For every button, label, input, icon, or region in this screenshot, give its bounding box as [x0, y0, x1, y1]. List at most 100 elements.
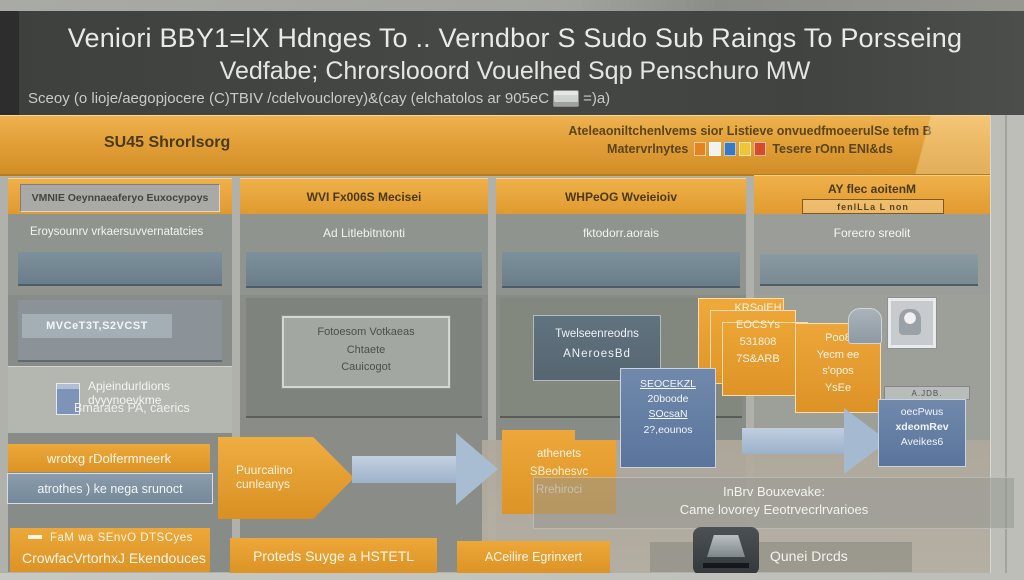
col1-orange-bar-label: wrotxg rDolfermneerk [46, 450, 172, 466]
blue-box-left-line4: 2?,eounos [643, 423, 693, 436]
col1-bottom-bar: FaM wa SEnvO DTSCyes CrowfacVrtorhxJ Eke… [10, 528, 210, 572]
orange-box-right-line1: Poo8 [825, 332, 851, 344]
info-panel-line1: InBrv Bouxevake: [723, 484, 825, 499]
col1-selected-text-band: MVCeT3T,S2VCST [22, 314, 172, 338]
info-panel-line2: Came lovorey Eeotrvecrlrvarioes [679, 502, 869, 517]
blue-box-left-line2: 20boode [647, 393, 689, 406]
lane-header-4-badge: fenlLLa L non [802, 199, 944, 214]
flow-arrow-right-icon [352, 433, 498, 505]
toolbar-icons [694, 142, 767, 156]
col1-blue-bar-label: atrothes ) ke nega srunoct [37, 481, 183, 496]
col3-bottom-bar: ACeilire Egrinxert [457, 541, 610, 573]
lane-subheader-2: Ad Litlebitntonti [240, 214, 488, 295]
col1-bottom-bar-line2: CrowfacVrtorhxJ Ekendouces [22, 550, 206, 566]
toolbar-icon-3 [724, 142, 737, 156]
header-left-strip [0, 11, 19, 115]
lane-header-4-badge-label: fenlLLa L non [837, 201, 909, 212]
col3-folder-line1: athenets [536, 448, 582, 460]
col1-orange-bar: wrotxg rDolfermneerk [8, 444, 210, 472]
stacked-docs: KRSoIEH EOCSYs 531808 7S&ARB [698, 298, 828, 398]
lane-subheader-4-bar [760, 254, 978, 286]
col3-bottom-bar-label: ACeilire Egrinxert [484, 550, 583, 564]
blue-box-right: oecPwus xdeomRev Aveikes6 [878, 399, 966, 467]
spreadsheet-icon [553, 89, 580, 107]
col2-box-line2: Chtaete [346, 343, 386, 356]
printer-label: Qunei Drcds [770, 548, 848, 564]
blue-box-left-line3: SOcsaN [648, 408, 688, 421]
col2-bottom-bar: Proteds Suyge a HSTETL [230, 538, 437, 573]
stack-line3: 531808 [739, 336, 777, 349]
toolbar-icon-2 [709, 142, 722, 156]
blue-box-right-line2: xdeomRev [895, 421, 949, 434]
banner-note-line2-prefix: Matervrlnytes [607, 142, 689, 156]
lane-subheader-3: fktodorr.aorais [496, 214, 746, 295]
col2-pentagon-line2: cunleanys [236, 477, 291, 491]
lane-header-4-label: AY flec aoitenM [827, 182, 917, 196]
banner-note-line2: Matervrlnytes Tesere rOnn ENI&ds [490, 142, 1010, 156]
blue-box-left: SEOCEKZL 20boode SOcsaN 2?,eounos [620, 368, 716, 468]
col2-bottom-bar-label: Proteds Suyge a HSTETL [252, 547, 415, 564]
lane-header-3-label: WHPeOG Wveieioiv [564, 190, 678, 204]
col1-bottom-bar-line1: FaM wa SEnvO DTSCyes [50, 532, 193, 544]
lane-header-1-inset: VMNIE Oeynnaeaferyo Euxocypoys [20, 184, 220, 212]
printer-icon-tray [707, 535, 745, 557]
bottom-strip [0, 573, 1024, 580]
flow-arrow-2-icon [742, 408, 890, 474]
lane-header-1-label: VMNIE Oeynnaeaferyo Euxocypoys [31, 192, 209, 204]
orange-box-right-line4: YsEe [824, 381, 852, 394]
subtitle-text-1: Sceoy (o lioje/aegopjocere (C)TBIV /cdel… [28, 89, 550, 107]
stack-text: KRSoIEH EOCSYs 531808 7S&ARB [698, 300, 818, 368]
lane-subheader-3-label: fktodorr.aorais [582, 226, 660, 240]
col1-note-line1: Apjeindurldions dyyynoevkme [88, 379, 171, 407]
lane-subheader-3-bar [502, 252, 740, 288]
col3-box-line1: Twelseenreodns [555, 328, 639, 340]
col2-pentagon-line1: Puurcalino [236, 463, 293, 477]
lane-subheader-2-bar [246, 252, 482, 288]
col2-box-line1: Fotoesom Votkaeas [317, 326, 415, 338]
orange-box-right-line3: s'opos [822, 365, 854, 377]
blue-box-right-line1: oecPwus [900, 406, 944, 418]
slide-title-line1: Veniori BBY1=lX Hdnges To .. Verndbor S … [67, 22, 963, 53]
banner-note-line1: Ateleaoniltchenlvems sior Listieve onvue… [568, 124, 932, 138]
small-status-label-text: A.JDB. [911, 388, 943, 398]
printer-icon-slot [703, 563, 749, 568]
col3-box-line2: ANeroesBd [563, 348, 631, 360]
arrow-head [456, 433, 498, 505]
lane-header-1: VMNIE Oeynnaeaferyo Euxocypoys [8, 178, 232, 215]
lane-header-2: WVI Fx006S Mecisei [240, 178, 488, 215]
orange-box-right-line2: Yecm ee [816, 348, 860, 361]
top-strip [0, 0, 1024, 11]
lane-header-2-label: WVI Fx006S Mecisei [306, 190, 422, 204]
subtitle-text-2: =)a) [583, 89, 611, 107]
photo-icon-figure [899, 309, 921, 335]
contact-icon [848, 308, 882, 344]
lane-subheader-1-label: Eroysounrv vrkaersuvvernatatcies [30, 226, 204, 238]
col2-box-line3: Cauicogot [341, 361, 391, 374]
slide-subtitle: Sceoy (o lioje/aegopjocere (C)TBIV /cdel… [28, 87, 1018, 109]
lane-subheader-1: Eroysounrv vrkaersuvvernatatcies [8, 214, 232, 295]
col2-box: Fotoesom Votkaeas Chtaete Cauicogot [281, 315, 451, 389]
col1-top-panel: MVCeT3T,S2VCST [18, 300, 222, 362]
title-header: Veniori BBY1=lX Hdnges To .. Verndbor S … [0, 11, 1024, 115]
stack-line1: KRSoIEH [734, 302, 782, 314]
slide-title-line2: Vedfabe; Chrorslooord Vouelhed Sqp Pensc… [219, 56, 811, 85]
stack-line4: 7S&ARB [736, 353, 780, 366]
info-panel: InBrv Bouxevake: Came lovorey Eeotrvecrl… [533, 477, 1015, 529]
blue-box-right-line3: Aveikes6 [900, 436, 944, 449]
small-status-label: A.JDB. [884, 386, 970, 400]
lane-subheader-4-label: Forecro sreolit [833, 226, 911, 240]
arrow2-shaft [742, 428, 844, 454]
printer-icon [693, 527, 759, 575]
col2-top-panel: Fotoesom Votkaeas Chtaete Cauicogot [246, 298, 482, 418]
blue-box-left-line1: SEOCEKZL [639, 378, 697, 390]
toolbar-icon-4 [739, 142, 752, 156]
banner-note-line2-suffix: Tesere rOnn ENI&ds [772, 142, 893, 156]
lane-header-4: AY flec aoitenM fenlLLa L non [754, 175, 990, 216]
stack-line2: EOCSYs [735, 319, 780, 332]
lane-subheader-2-label: Ad Litlebitntonti [322, 226, 406, 240]
lane-subheader-1-bar [18, 252, 222, 286]
col1-note-line2: Bmaraes PA, caerics [74, 401, 190, 415]
document-icon [56, 383, 80, 415]
toolbar-icon-5 [754, 142, 767, 156]
